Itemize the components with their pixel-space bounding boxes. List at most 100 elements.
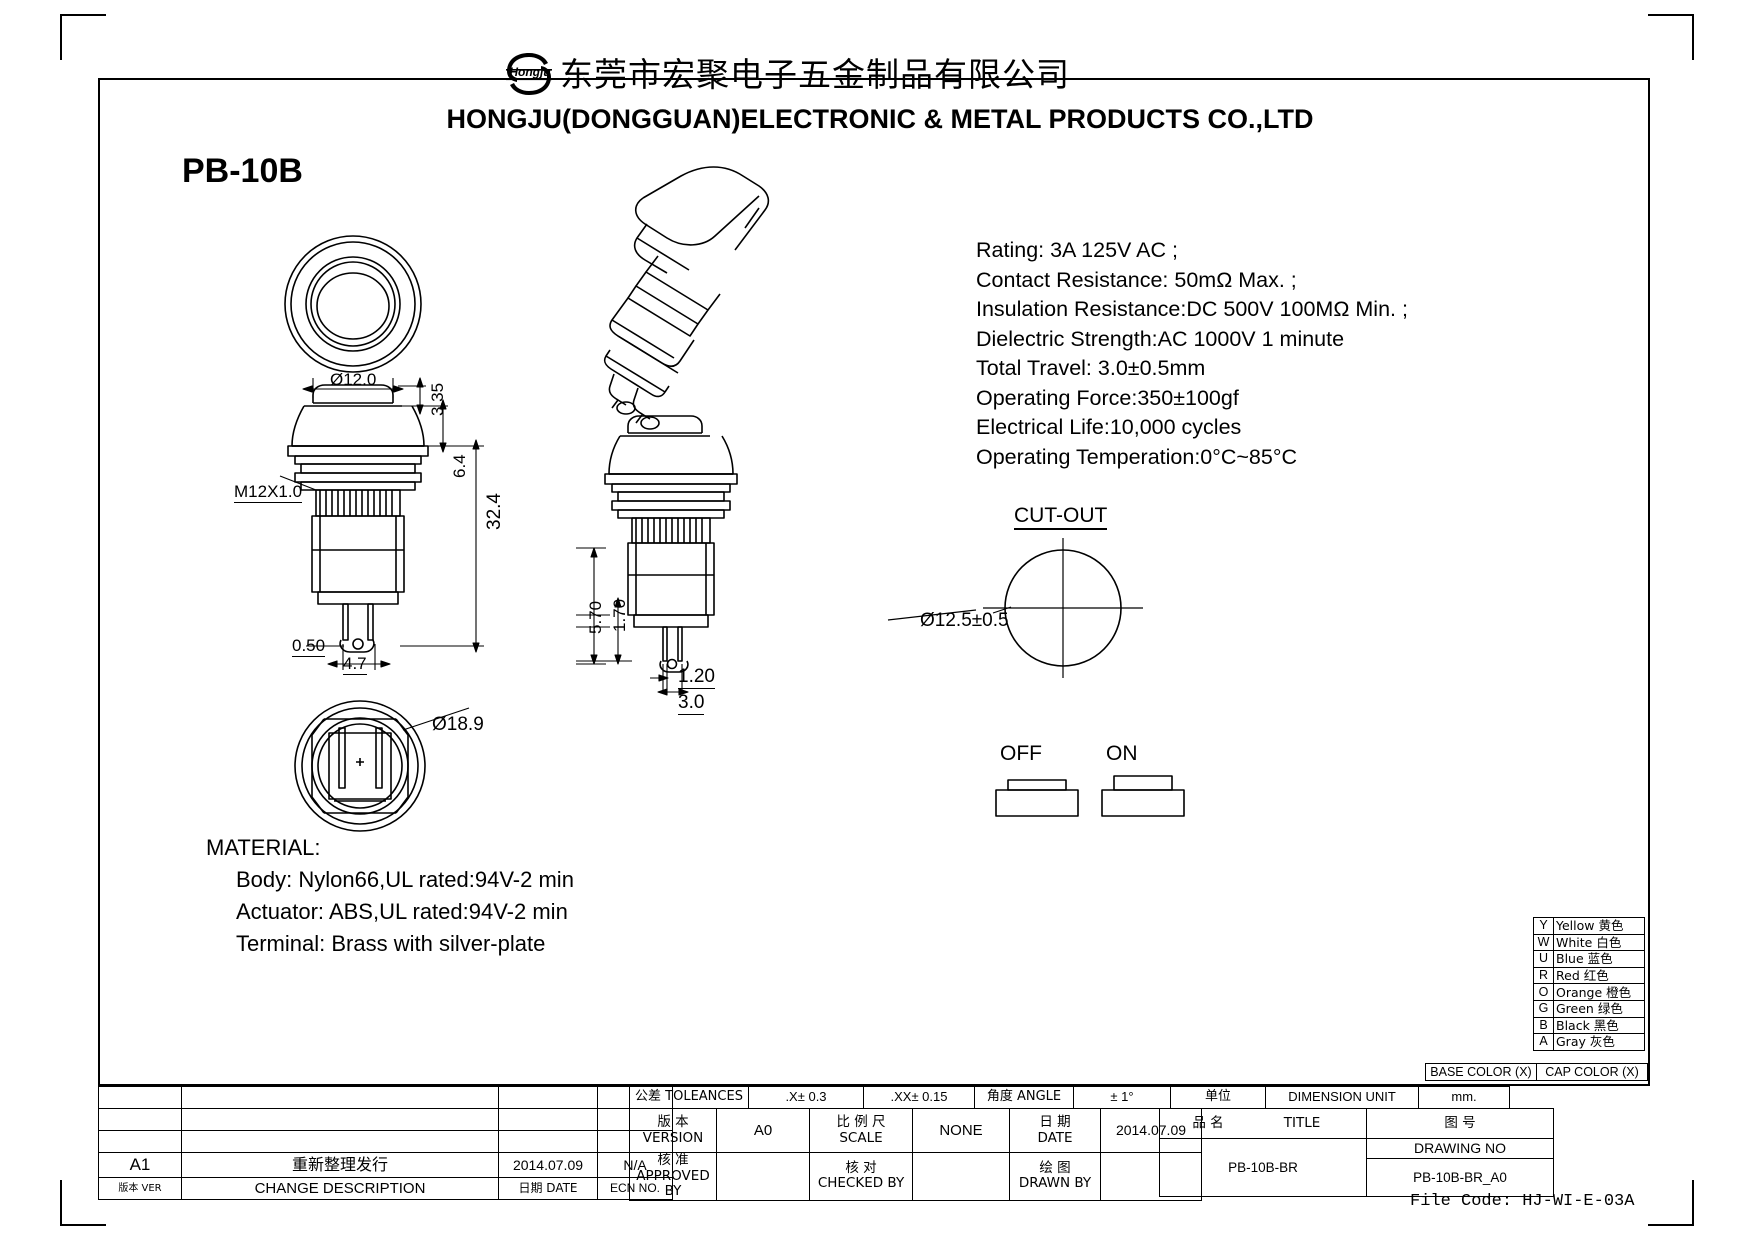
color-name: Yellow 黄色 bbox=[1553, 917, 1645, 935]
tolerance-row-table: 公差 TOLEANCES .X± 0.3 .XX± 0.15 角度 ANGLE … bbox=[629, 1086, 1510, 1109]
scale-label: 比 例 尺 SCALE bbox=[809, 1108, 913, 1153]
logo-wordmark: Hongju bbox=[509, 65, 551, 79]
checked-value bbox=[912, 1152, 1010, 1201]
color-code: U bbox=[1533, 950, 1554, 968]
spec-insulation-resistance: Insulation Resistance:DC 500V 100MΩ Min.… bbox=[976, 297, 1408, 321]
dim-thread-spec: M12X1.0 bbox=[234, 482, 303, 503]
color-name: Red 红色 bbox=[1553, 966, 1645, 985]
switch-state-on-label: ON bbox=[1106, 742, 1138, 765]
switch-state-off-label: OFF bbox=[1000, 742, 1042, 765]
angle-value: ± 1° bbox=[1073, 1086, 1171, 1109]
approved-label-cn: 核 准 bbox=[657, 1152, 689, 1168]
color-name: White 白色 bbox=[1553, 933, 1645, 952]
color-name: Orange 橙色 bbox=[1553, 983, 1645, 1001]
dim-terminal-width: 4.7 bbox=[343, 654, 367, 675]
checked-label-cn: 核 对 bbox=[845, 1159, 877, 1176]
drawing-views bbox=[279, 166, 1185, 832]
table-row: A1 重新整理发行 2014.07.09 N/A bbox=[98, 1152, 673, 1178]
material-block: MATERIAL: Body: Nylon66,UL rated:94V-2 m… bbox=[206, 832, 574, 960]
approved-label-en: APPROVED BY bbox=[636, 1167, 710, 1200]
corner-mark-top-right bbox=[1648, 14, 1694, 60]
color-code: O bbox=[1533, 983, 1554, 1001]
table-row: 核 准 APPROVED BY 核 对 CHECKED BY 绘 图 DRAWN… bbox=[629, 1152, 1202, 1201]
base-cap-color-row: BASE COLOR (X) CAP COLOR (X) bbox=[1425, 1063, 1648, 1081]
view-front-circle bbox=[284, 235, 422, 373]
rev-empty-2 bbox=[98, 1108, 182, 1131]
rev-date-label: 日期 DATE bbox=[498, 1177, 598, 1200]
rev-desc-empty-2 bbox=[181, 1108, 499, 1131]
table-row: 公差 TOLEANCES .X± 0.3 .XX± 0.15 角度 ANGLE … bbox=[629, 1086, 1510, 1109]
table-row: 版本 VER CHANGE DESCRIPTION 日期 DATE ECN NO… bbox=[98, 1177, 673, 1200]
dim-shoulder-height: 6.4 bbox=[450, 454, 469, 478]
change-description-label: CHANGE DESCRIPTION bbox=[181, 1177, 499, 1200]
table-row: 版 本 VERSION A0 比 例 尺 SCALE NONE 日 期 DATE… bbox=[629, 1108, 1202, 1153]
company-name-en: HONGJU(DONGGUAN)ELECTRONIC & METAL PRODU… bbox=[446, 104, 1314, 134]
dim-pin-width: 1.20 bbox=[678, 666, 715, 689]
dim-cap-diameter: Ø12.0 bbox=[330, 370, 377, 389]
title-value: PB-10B-BR bbox=[1159, 1138, 1367, 1197]
corner-mark-bottom-left bbox=[60, 1180, 106, 1226]
angle-label: 角度 ANGLE bbox=[974, 1086, 1074, 1109]
scale-label-cn: 比 例 尺 bbox=[836, 1113, 886, 1130]
version-label-cn: 版 本 bbox=[657, 1113, 689, 1130]
version-label: 版 本 VERSION bbox=[629, 1108, 717, 1153]
view-side-section-left bbox=[287, 384, 429, 653]
view-switch-symbols bbox=[995, 775, 1185, 817]
cutout-diameter-label: Ø12.5±0.5 bbox=[920, 610, 1009, 631]
spec-rating: Rating: 3A 125V AC ; bbox=[976, 238, 1178, 262]
spec-row-table: 版 本 VERSION A0 比 例 尺 SCALE NONE 日 期 DATE… bbox=[629, 1108, 1202, 1201]
base-color-cell: BASE COLOR (X) bbox=[1425, 1063, 1537, 1081]
table-row: PB-10B-BR_A0 bbox=[1160, 1158, 1554, 1197]
dim-bezel-diameter: Ø18.9 bbox=[432, 714, 484, 735]
tolerance-x: .X± 0.3 bbox=[748, 1086, 864, 1109]
spec-electrical-life: Electrical Life:10,000 cycles bbox=[976, 415, 1242, 439]
color-code: Y bbox=[1533, 917, 1554, 935]
material-heading: MATERIAL: bbox=[206, 835, 321, 860]
rev-desc-empty-1 bbox=[181, 1086, 499, 1109]
drawn-label-cn: 绘 图 bbox=[1039, 1159, 1071, 1176]
revision-table: A1 重新整理发行 2014.07.09 N/A 版本 VER CHANGE D… bbox=[98, 1086, 673, 1200]
drawing-sheet-frame bbox=[98, 78, 1650, 1086]
spec-dielectric-strength: Dielectric Strength:AC 1000V 1 minute bbox=[976, 326, 1345, 351]
approved-label: 核 准 APPROVED BY bbox=[629, 1152, 717, 1201]
file-code: File Code: HJ-WI-E-03A bbox=[1410, 1192, 1635, 1211]
scale-label-en: SCALE bbox=[839, 1129, 883, 1146]
tolerance-xx: .XX± 0.15 bbox=[863, 1086, 975, 1109]
spec-contact-resistance: Contact Resistance: 50mΩ Max. ; bbox=[976, 267, 1297, 292]
checked-label: 核 对 CHECKED BY bbox=[809, 1152, 913, 1201]
table-row: PB-10B-BR DRAWING NO bbox=[1159, 1138, 1554, 1197]
color-code: R bbox=[1533, 966, 1554, 985]
cutout-heading-text: CUT-OUT bbox=[1014, 504, 1108, 530]
color-code: A bbox=[1533, 1033, 1554, 1051]
dimension-lines bbox=[279, 377, 1012, 731]
material-actuator: Actuator: ABS,UL rated:94V-2 min bbox=[236, 899, 568, 924]
spec-operating-force: Operating Force:350±100gf bbox=[976, 385, 1239, 410]
rev-empty-3 bbox=[98, 1130, 182, 1153]
unit-label-cn: 单位 bbox=[1170, 1086, 1266, 1109]
page-title: PB-10B bbox=[182, 152, 303, 190]
rev-date-value: 2014.07.09 bbox=[498, 1152, 598, 1178]
rev-date-empty-1 bbox=[498, 1086, 598, 1109]
dim-terminal-thickness: 0.50 bbox=[292, 636, 326, 657]
dim-total-length: 32.4 bbox=[484, 493, 505, 530]
rev-date-empty-3 bbox=[498, 1130, 598, 1153]
spec-operating-temperature: Operating Temperation:0°C~85°C bbox=[976, 444, 1297, 469]
hongju-logo: Hongju bbox=[498, 50, 560, 98]
drawing-no-label-cn: 图 号 bbox=[1366, 1108, 1554, 1139]
title-label-cn: 品 名 bbox=[1192, 1114, 1224, 1131]
color-name: Gray 灰色 bbox=[1553, 1033, 1645, 1051]
cap-color-cell: CAP COLOR (X) bbox=[1536, 1063, 1648, 1081]
cutout-heading: CUT-OUT bbox=[1014, 504, 1108, 530]
color-code: B bbox=[1533, 1016, 1554, 1035]
drawn-label: 绘 图 DRAWN BY bbox=[1009, 1152, 1101, 1201]
